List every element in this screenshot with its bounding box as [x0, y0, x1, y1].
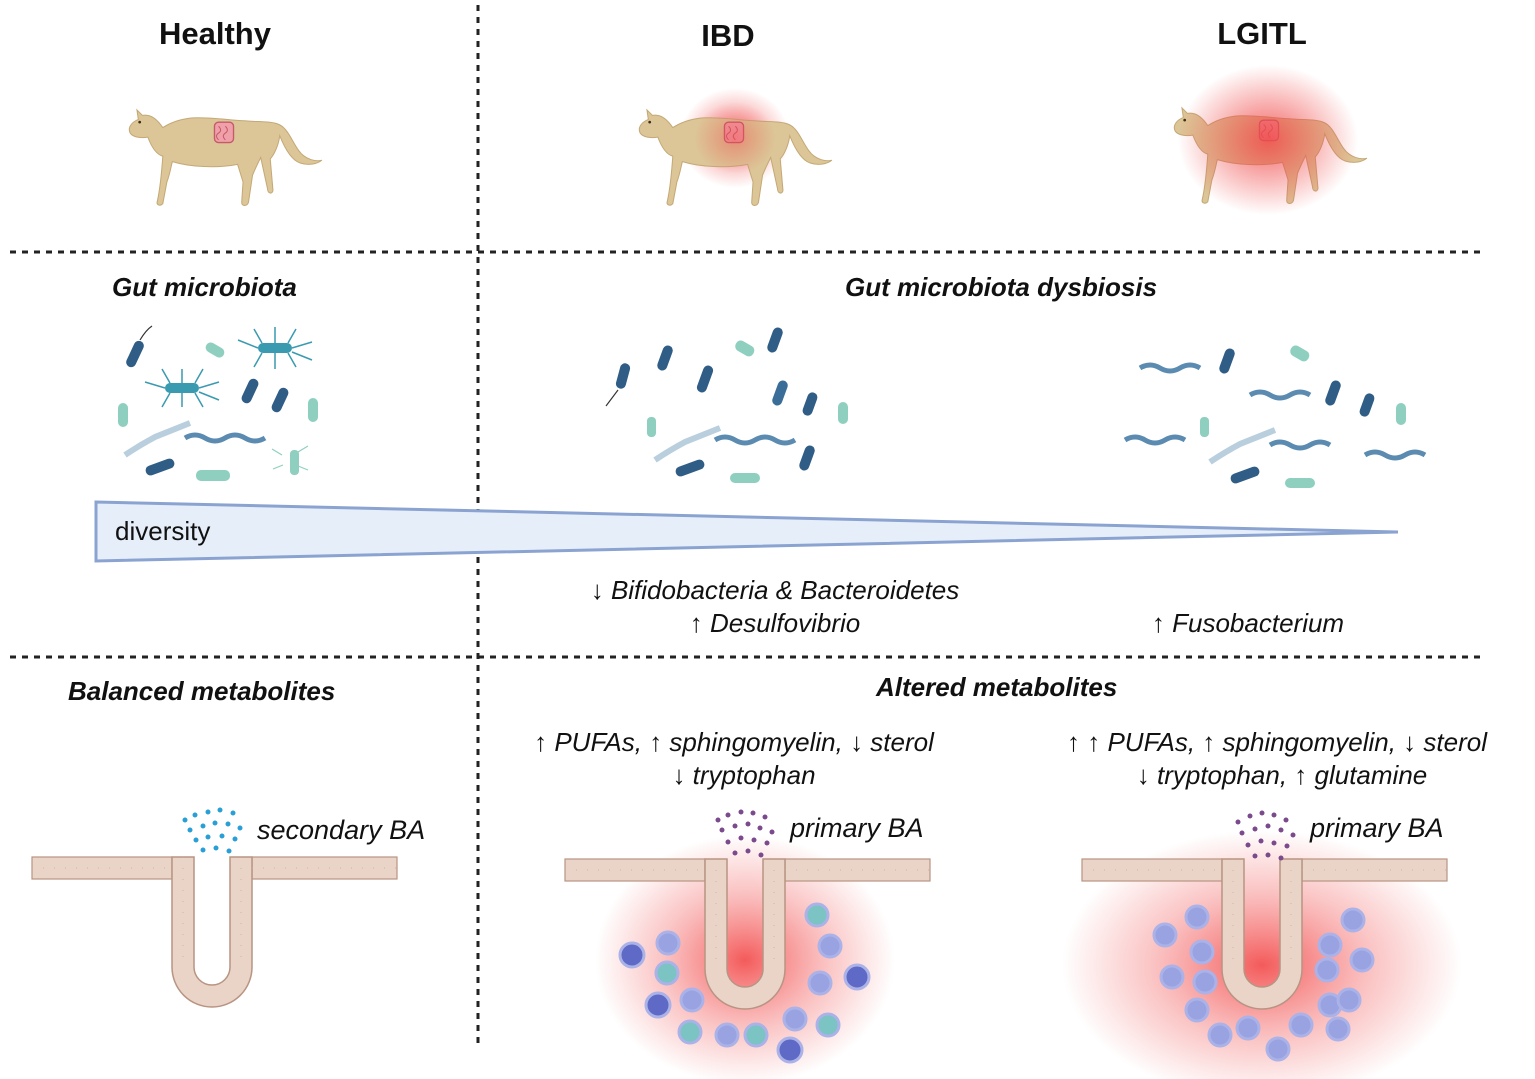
ibd-metabolite-change-2: ↓ tryptophan [672, 760, 816, 790]
section-title-gut-dysbiosis: Gut microbiota dysbiosis [845, 272, 1158, 302]
immune-cells-lgitl [1152, 904, 1375, 1062]
ibd-microbiota-change-2: ↑ Desulfovibrio [689, 608, 861, 638]
bacteria-ibd [605, 327, 848, 483]
inflammation-glow-lgitl-cat [1178, 65, 1358, 215]
immune-cells-ibd [618, 902, 871, 1064]
secondary-ba-label: secondary BA [257, 815, 426, 845]
lgitl-primary-ba-label: primary BA [1310, 813, 1444, 843]
diversity-wedge [94, 500, 1399, 563]
section-title-gut-microbiota: Gut microbiota [112, 272, 297, 302]
diversity-label: diversity [115, 516, 211, 546]
lgitl-metabolite-change-2: ↓ tryptophan, ↑ glutamine [1136, 760, 1428, 790]
secondary-ba-dots [182, 807, 243, 854]
ibd-microbiota-change-1: ↓ Bifidobacteria & Bacteroidetes [590, 575, 960, 605]
column-title-ibd: IBD [701, 18, 755, 53]
lgitl-microbiota-change-1: ↑ Fusobacterium [1151, 608, 1345, 638]
column-title-healthy: Healthy [159, 16, 271, 51]
ibd-primary-ba-label: primary BA [790, 813, 924, 843]
inflammation-glow-lgitl-crypt [1062, 830, 1462, 1079]
cat-healthy [128, 109, 323, 206]
section-title-balanced-metabolites: Balanced metabolites [68, 676, 336, 706]
bacteria-lgitl [1123, 345, 1427, 488]
section-title-altered-metabolites: Altered metabolites [876, 672, 1118, 702]
ibd-metabolite-change-1: ↑ PUFAs, ↑ sphingomyelin, ↓ sterol [534, 727, 934, 757]
lgitl-metabolite-change-1: ↑ ↑ PUFAs, ↑ sphingomyelin, ↓ sterol [1067, 727, 1487, 757]
primary-ba-dots-ibd [715, 809, 775, 858]
crypt-healthy [31, 856, 398, 1008]
inflammation-glow-ibd-cat-top [695, 102, 775, 174]
column-title-lgitl: LGITL [1217, 16, 1307, 51]
primary-ba-dots-lgitl [1235, 810, 1296, 861]
bacteria-healthy [118, 325, 318, 481]
